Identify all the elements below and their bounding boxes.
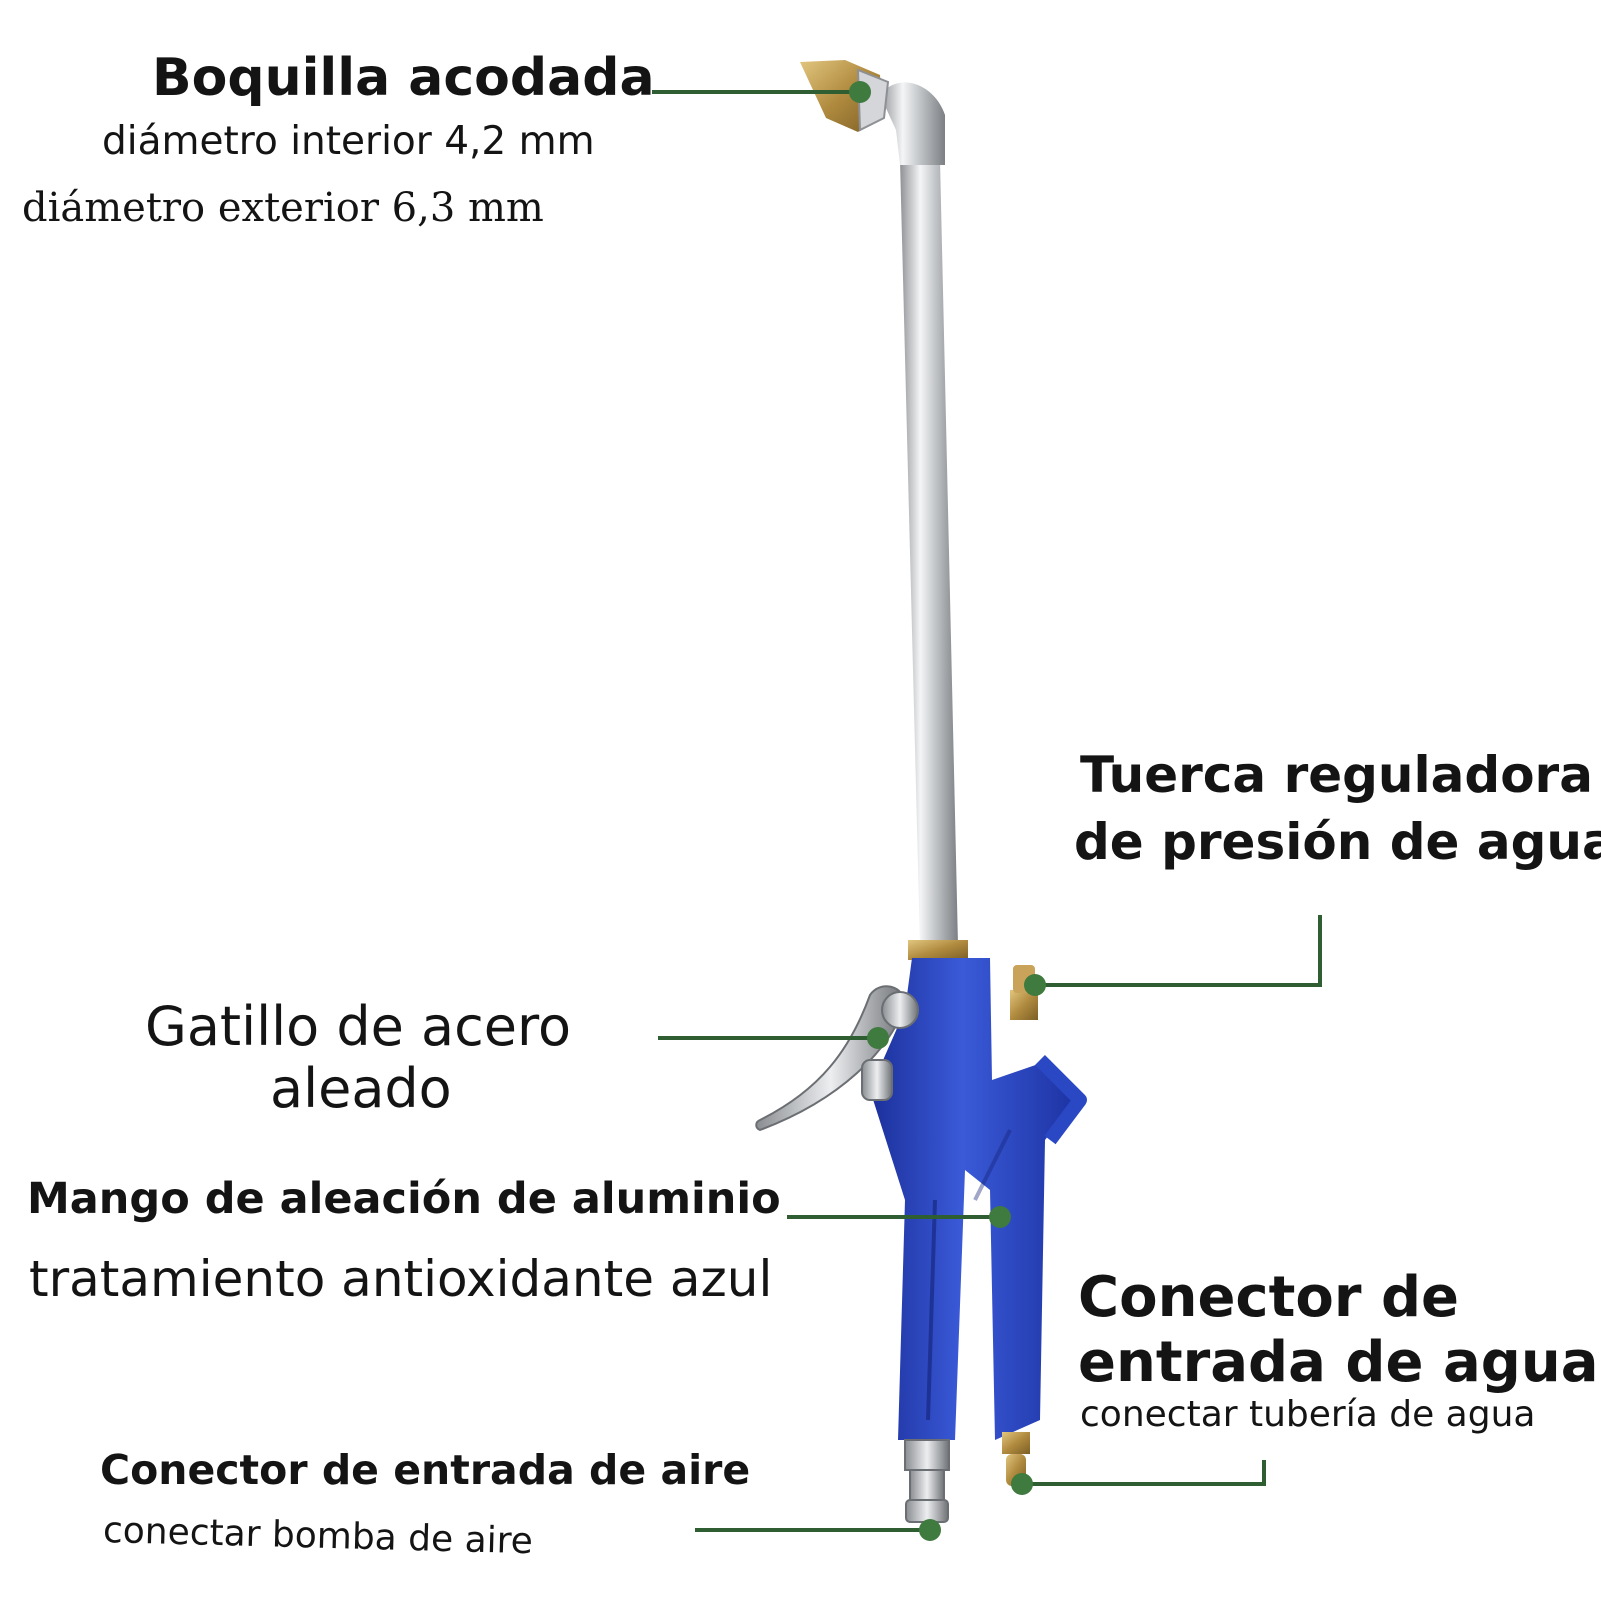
nozzle-outer-diameter: diámetro exterior 6,3 mm xyxy=(22,185,544,231)
handle-title: Mango de aleación de aluminio xyxy=(27,1174,781,1224)
pressure-nut-title-line1: Tuerca reguladora xyxy=(1080,746,1593,804)
water-inlet-title-line2: entrada de agua xyxy=(1078,1330,1599,1395)
leader-pressure-nut xyxy=(1035,915,1322,987)
leader-water-inlet xyxy=(1022,1460,1266,1486)
water-inlet-sub: conectar tubería de agua xyxy=(1080,1394,1536,1435)
extension-tube xyxy=(880,82,958,945)
air-inlet-coupler xyxy=(904,1439,950,1523)
dot-pressure-nut xyxy=(1024,974,1046,996)
trigger-title-line1: Gatillo de acero xyxy=(145,995,572,1058)
dot-trigger xyxy=(867,1027,889,1049)
dot-handle xyxy=(989,1206,1011,1228)
water-inlet-title-line1: Conector de xyxy=(1078,1265,1460,1330)
air-inlet-title: Conector de entrada de aire xyxy=(100,1446,751,1494)
angled-nozzle xyxy=(800,60,890,132)
dot-air-inlet xyxy=(919,1519,941,1541)
handle-treatment: tratamiento antioxidante azul xyxy=(29,1250,773,1308)
leader-dots xyxy=(849,81,1046,1541)
alloy-steel-trigger xyxy=(755,985,919,1132)
leader-lines xyxy=(652,90,1322,1532)
dot-water-inlet xyxy=(1011,1473,1033,1495)
tube-collar xyxy=(908,940,968,960)
pressure-nut-title-line2: de presión de agua xyxy=(1074,813,1601,871)
dot-nozzle xyxy=(849,81,871,103)
trigger-title-line2: aleado xyxy=(270,1057,452,1120)
nozzle-inner-diameter: diámetro interior 4,2 mm xyxy=(102,119,595,164)
nozzle-title: Boquilla acodada xyxy=(152,48,655,108)
aluminum-handle-body xyxy=(870,958,1087,1440)
